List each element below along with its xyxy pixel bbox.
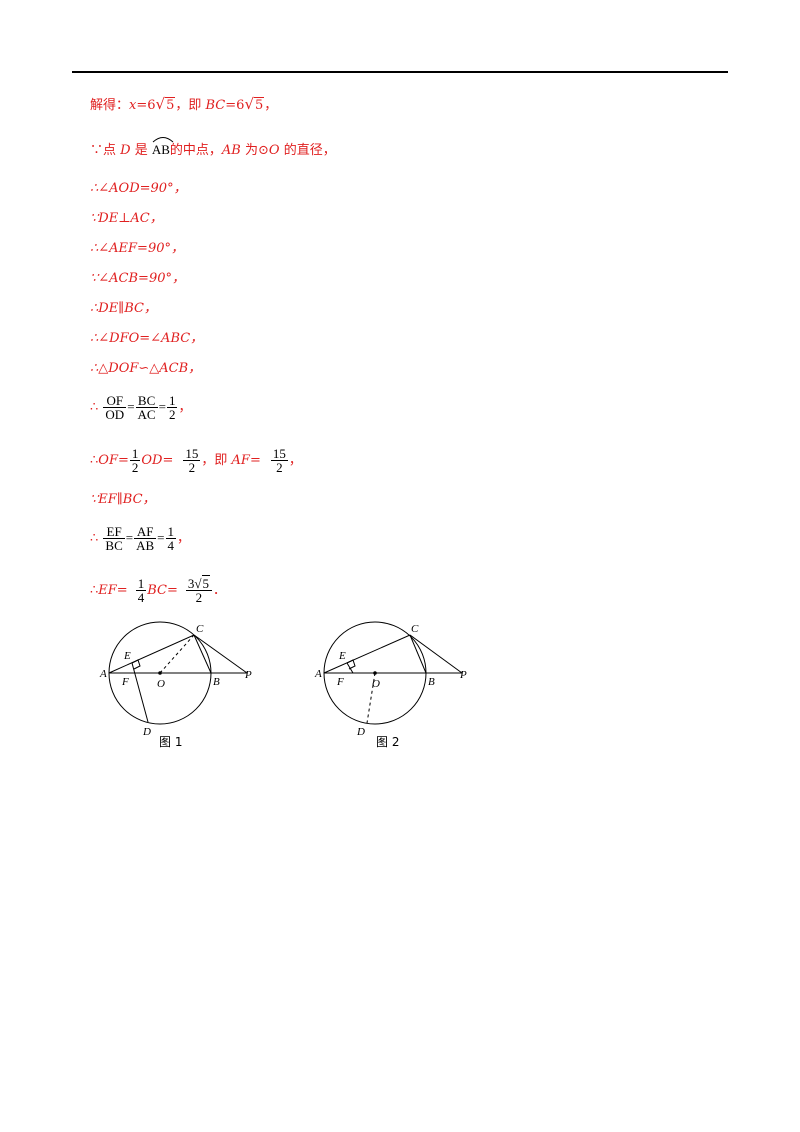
solution-line-12: ∵EF∥BC， xyxy=(90,492,156,507)
line-cp xyxy=(193,634,248,674)
solution-line-9: ∴△DOF∽△ACB， xyxy=(90,361,202,376)
label-e: E xyxy=(123,650,131,662)
line-od xyxy=(366,672,376,724)
solution-line-1: 解得：x=6√5，即 BC=6√5， xyxy=(90,96,277,114)
caption-1: 图 1 xyxy=(159,735,182,749)
label-b: B xyxy=(428,676,435,688)
label-d: D xyxy=(356,726,365,738)
line-cb xyxy=(193,634,212,674)
label-e: E xyxy=(338,650,346,662)
text: 解得： xyxy=(90,98,130,113)
line-oc xyxy=(159,634,195,674)
point-o xyxy=(158,671,162,675)
point-o xyxy=(373,671,377,675)
line-cp xyxy=(409,634,463,674)
label-o: O xyxy=(157,678,165,690)
text: =6 xyxy=(225,98,245,113)
solution-line-3: ∴∠AOD=90°， xyxy=(90,181,187,196)
solution-line-6: ∵∠ACB=90°， xyxy=(90,271,185,286)
label-a: A xyxy=(314,668,322,680)
label-d: D xyxy=(142,726,151,738)
label-p: P xyxy=(459,669,467,681)
figure-2: A E F O B C P D 图 2 xyxy=(314,621,467,749)
solution-line-4: ∵DE⊥AC， xyxy=(90,211,163,226)
right-angle-mark xyxy=(346,659,356,670)
text: ，即 xyxy=(175,98,206,113)
label-b: B xyxy=(213,676,220,688)
line-ac xyxy=(323,634,411,674)
header-rule xyxy=(72,71,728,73)
text: ， xyxy=(264,98,278,113)
arc-ab: AB xyxy=(152,137,174,158)
caption-2: 图 2 xyxy=(376,735,399,749)
label-c: C xyxy=(196,623,204,635)
label-f: F xyxy=(336,676,344,688)
label-p: P xyxy=(244,669,252,681)
solution-line-8: ∴∠DFO=∠ABC， xyxy=(90,331,204,346)
label-c: C xyxy=(411,623,419,635)
label-o: O xyxy=(372,678,380,690)
line-ac xyxy=(108,634,195,674)
figure-1: A E F O B C P D 图 1 xyxy=(99,621,252,749)
var-x: x xyxy=(129,98,137,113)
sqrt: √5 xyxy=(244,95,265,113)
line-de xyxy=(131,662,149,723)
solution-line-2: ∵点 D 是 AB的中点，AB 为⊙O 的直径， xyxy=(90,137,336,159)
right-angle-mark xyxy=(131,659,141,670)
label-f: F xyxy=(121,676,129,688)
text: =6 xyxy=(136,98,156,113)
sqrt: √5 xyxy=(155,95,176,113)
solution-line-7: ∴DE∥BC， xyxy=(90,301,157,316)
solution-line-5: ∴∠AEF=90°， xyxy=(90,241,184,256)
line-cb xyxy=(409,634,427,674)
label-a: A xyxy=(99,668,107,680)
var-bc: BC xyxy=(205,98,226,113)
